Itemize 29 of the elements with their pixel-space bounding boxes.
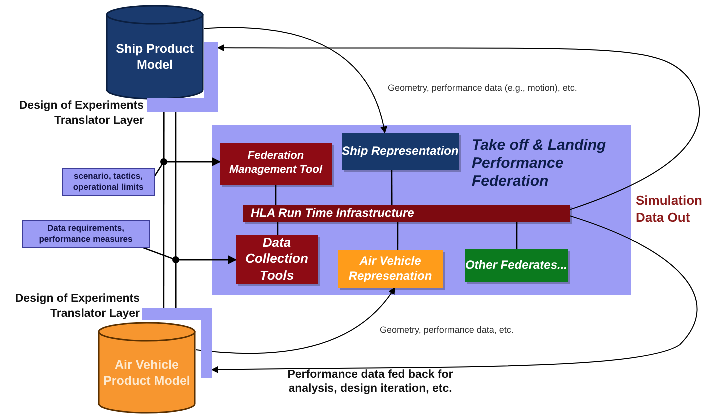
group-title: Take off & Landing Performance Federation (472, 137, 608, 191)
callout-box: Data requirements, performance measures (22, 220, 150, 248)
process-box: Ship Representation (342, 133, 459, 170)
layer-label: Design of Experiments Translator Layer (14, 292, 140, 322)
connector-line (391, 170, 393, 205)
connector-line (277, 222, 279, 235)
connector-line (516, 222, 518, 249)
process-box: Federation Management Tool (220, 143, 332, 185)
federation-panel (212, 125, 631, 295)
process-box: Other Federates... (465, 249, 568, 282)
infrastructure-bar: HLA Run Time Infrastructure (243, 205, 570, 222)
edge-label: Geometry, performance data, etc. (380, 325, 514, 335)
arrow (196, 287, 396, 354)
process-box: Air Vehicle Represenation (338, 250, 443, 288)
cylinder-label: Air Vehicle Product Model (102, 356, 192, 390)
callout-box: scenario, tactics, operational limits (62, 168, 155, 196)
cylinder-label: Ship Product Model (115, 41, 195, 74)
edge-label: Geometry, performance data (e.g., motion), etc. (388, 83, 578, 93)
arrow (175, 255, 237, 308)
arrow (211, 216, 698, 374)
edge-label: Performance data fed back for analysis, design iteration, etc. (286, 368, 454, 397)
arrow (204, 27, 388, 134)
note-text: Simulation Data Out (636, 193, 704, 227)
connector-line (397, 222, 399, 250)
process-box: Data Collection Tools (236, 235, 318, 284)
layer-label: Design of Experiments Translator Layer (18, 99, 144, 129)
arrow (217, 44, 700, 210)
connector-line (275, 185, 277, 205)
leader-line (154, 157, 221, 176)
